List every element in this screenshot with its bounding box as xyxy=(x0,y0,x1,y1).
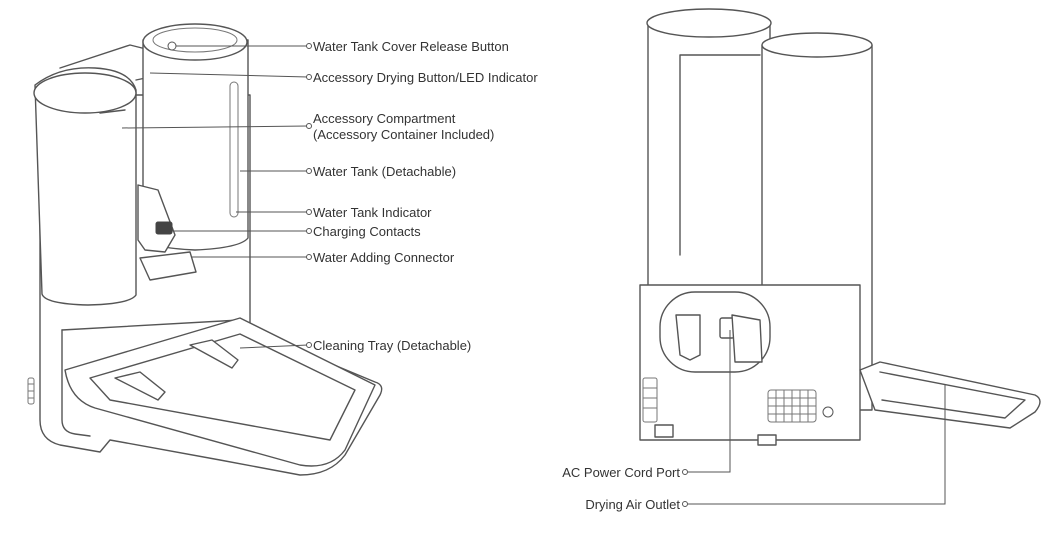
rear-small-top xyxy=(761,32,873,58)
label-cleaning-tray: Cleaning Tray (Detachable) xyxy=(313,338,471,353)
tray-handle-left xyxy=(114,371,166,401)
label-water-tank-indicator: Water Tank Indicator xyxy=(313,205,432,220)
charging-contact-pins xyxy=(155,221,173,235)
leader-endpoints xyxy=(306,43,688,507)
label-water-tank-cover-release-button: Water Tank Cover Release Button xyxy=(313,39,509,54)
label-drying-air-outlet: Drying Air Outlet xyxy=(585,497,680,512)
cleaning-tray-inner xyxy=(89,333,356,441)
tray-handle-right xyxy=(189,339,239,369)
leader-accessory-compartment xyxy=(121,125,309,129)
dock-connector-block xyxy=(137,184,176,253)
front-inner-recess xyxy=(61,329,91,437)
rear-panel xyxy=(679,54,761,256)
leader-cleaning-tray xyxy=(239,344,309,349)
label-accessory-drying-button: Accessory Drying Button/LED Indicator xyxy=(313,70,538,85)
rear-screw-hole xyxy=(822,406,834,418)
rear-foot-right xyxy=(757,434,777,446)
rear-port-plug-right xyxy=(731,314,763,363)
water-tank-indicator-window xyxy=(229,81,239,218)
label-charging-contacts: Charging Contacts xyxy=(313,224,421,239)
rear-tray-rim xyxy=(879,371,1026,419)
rear-side-vent xyxy=(642,377,658,423)
leader-drying-air-outlet xyxy=(688,385,946,505)
accessory-compartment-lid xyxy=(33,72,137,114)
leader-accessory-drying xyxy=(149,72,309,78)
front-side-vent xyxy=(27,377,35,405)
label-accessory-compartment-note: (Accessory Container Included) xyxy=(313,127,494,142)
water-tank-top-inner xyxy=(152,27,238,53)
leader-lines xyxy=(121,45,946,505)
label-accessory-compartment: Accessory Compartment xyxy=(313,111,456,126)
accessory-lid-tab xyxy=(99,109,126,114)
water-tank-cover-release-button-shape xyxy=(167,41,177,51)
label-ac-power-cord-port: AC Power Cord Port xyxy=(562,465,680,480)
cleaning-tray-outer xyxy=(64,317,376,467)
rear-vent-grid xyxy=(767,389,817,423)
callout-labels: Water Tank Cover Release Button Accessor… xyxy=(313,39,680,512)
accessory-compartment-body xyxy=(34,67,137,306)
water-tank-top xyxy=(142,23,248,61)
rear-cleaning-tray xyxy=(859,361,1041,429)
rear-tank-top xyxy=(646,8,772,38)
label-water-adding-connector: Water Adding Connector xyxy=(313,250,455,265)
label-water-tank: Water Tank (Detachable) xyxy=(313,164,456,179)
rear-foot-left xyxy=(654,424,674,438)
front-view-illustration xyxy=(27,23,383,476)
water-adding-connector-shape xyxy=(139,251,197,281)
rear-port-plug-left xyxy=(675,314,701,361)
rear-view-illustration xyxy=(639,8,1041,446)
leader-ac-power-port xyxy=(688,330,731,473)
